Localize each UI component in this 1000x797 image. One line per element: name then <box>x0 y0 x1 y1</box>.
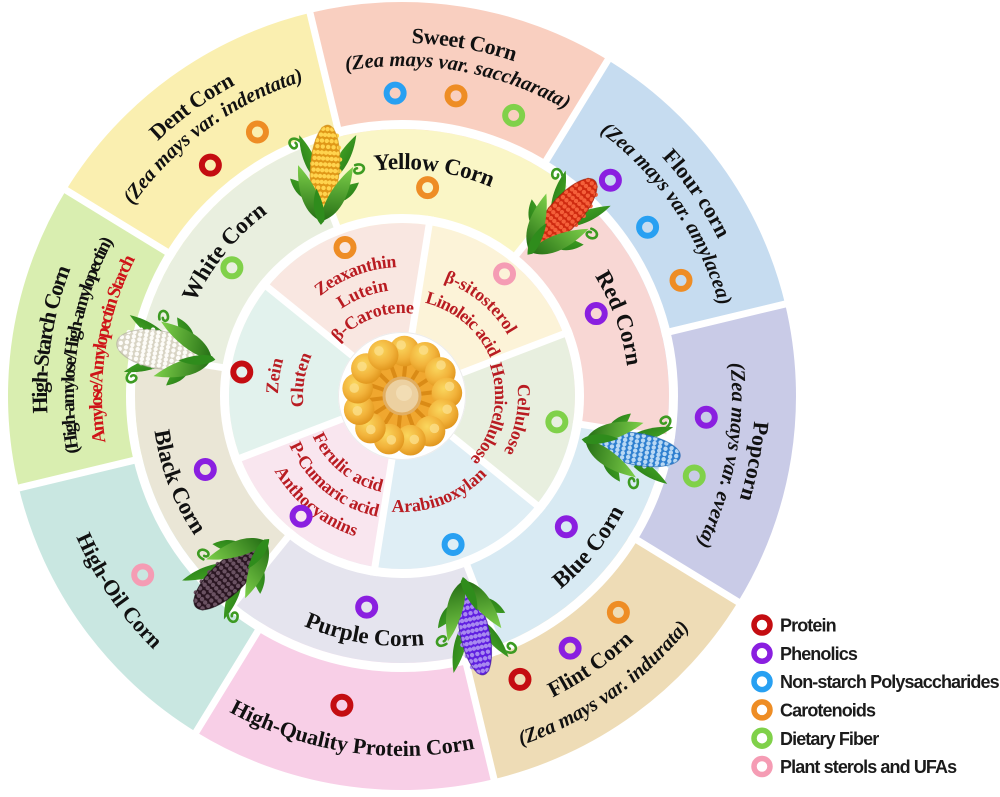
svg-text:Plant sterols and UFAs: Plant sterols and UFAs <box>780 757 957 777</box>
svg-text:Carotenoids: Carotenoids <box>780 701 876 721</box>
svg-text:Dietary Fiber: Dietary Fiber <box>780 729 879 749</box>
svg-text:Non-starch Polysaccharides: Non-starch Polysaccharides <box>780 672 1000 692</box>
svg-text:Phenolics: Phenolics <box>780 644 858 664</box>
svg-text:Protein: Protein <box>780 616 836 636</box>
